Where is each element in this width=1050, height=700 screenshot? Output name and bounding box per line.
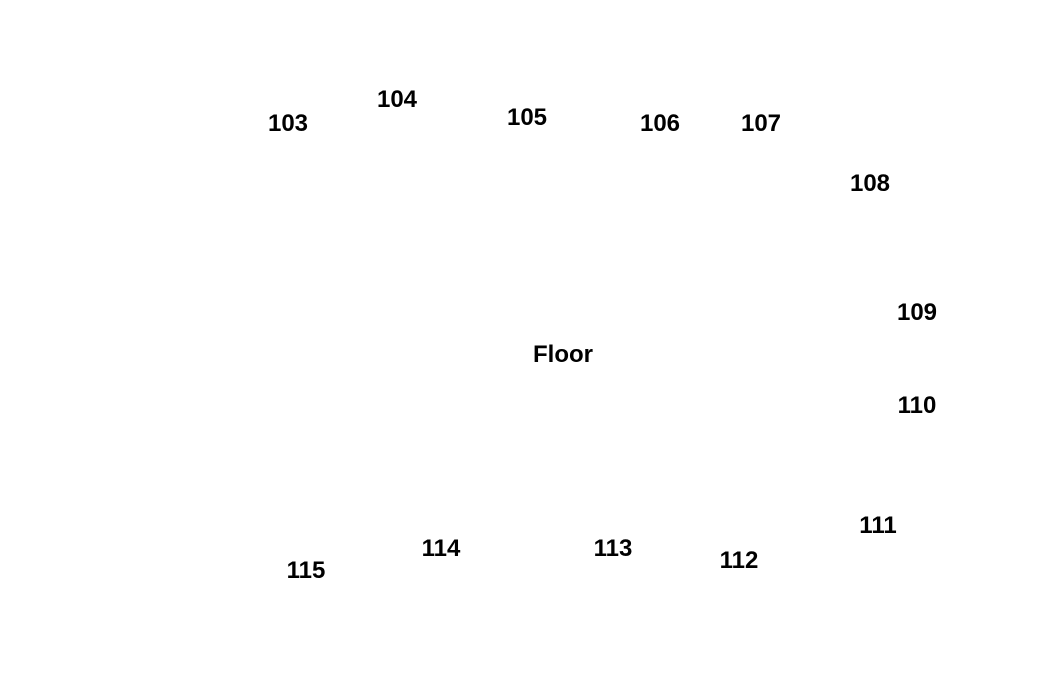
seat-label-103: 103	[267, 110, 309, 137]
seat-label-115: 115	[286, 557, 326, 584]
seat-label-110: 110	[897, 392, 937, 419]
seat-label-113: 113	[593, 535, 633, 562]
seat-label-106: 106	[639, 110, 681, 137]
seat-label-108: 108	[849, 170, 891, 197]
seat-label-112: 112	[719, 547, 759, 574]
seat-label-105: 105	[506, 104, 548, 131]
floor-label: Floor	[533, 341, 593, 368]
seat-label-104: 104	[376, 86, 418, 113]
seat-label-109: 109	[896, 299, 938, 326]
seat-label-114: 114	[421, 535, 461, 562]
seat-label-111: 111	[859, 512, 897, 539]
seat-label-107: 107	[740, 110, 782, 137]
